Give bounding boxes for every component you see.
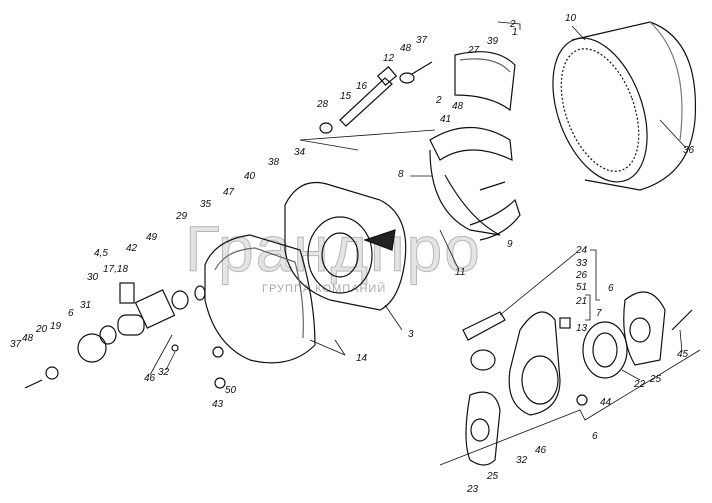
callout-label: 22: [634, 379, 646, 390]
callout-label: 26: [576, 270, 588, 281]
brake-shoe-assembly: [429, 126, 521, 241]
brake-shoe-upper: [454, 51, 516, 112]
backing-plate: [284, 181, 407, 311]
callout-label: 34: [294, 147, 306, 158]
callout-label: 27: [468, 45, 480, 56]
callout-label: 24: [576, 245, 588, 256]
callout-label: 46: [144, 373, 156, 384]
nut: [171, 344, 179, 352]
slack-adjuster: [462, 291, 693, 466]
camshaft-bracket: [24, 282, 206, 389]
callout-label: 2: [436, 95, 442, 106]
callout-label: 7: [596, 308, 602, 319]
callout-label: 8: [398, 169, 404, 180]
callout-label: 6: [68, 308, 74, 319]
callout-label: 48: [400, 43, 412, 54]
callout-label: 25: [650, 374, 662, 385]
callout-label: 25: [487, 471, 499, 482]
watermark-logo: Грандпро: [185, 213, 482, 286]
watermark-subtitle: ГРУППА КОМПАНИЙ: [262, 283, 387, 295]
callout-label: 50: [225, 385, 237, 396]
callout-label: 32: [158, 367, 170, 378]
callout-label: 33: [576, 258, 588, 269]
callout-label: 29: [176, 211, 188, 222]
callout-label: 51: [576, 282, 588, 293]
callout-label: 2: [510, 19, 516, 30]
callout-label: 21: [576, 296, 588, 307]
nut: [212, 346, 224, 358]
callout-label: 19: [50, 321, 62, 332]
callout-label: 17,18: [103, 264, 129, 275]
nut: [214, 377, 226, 389]
callout-label: 41: [440, 114, 452, 125]
callout-label: 36: [683, 145, 695, 156]
brake-drum: [552, 21, 697, 191]
callout-label: 6: [608, 283, 614, 294]
callout-label: 6: [592, 431, 598, 442]
callout-label: 13: [576, 323, 588, 334]
callout-label: 14: [356, 353, 368, 364]
callout-label: 37: [10, 339, 22, 350]
callout-label: 45: [677, 349, 689, 360]
leader-lines: [149, 21, 701, 466]
callout-label: 35: [200, 199, 212, 210]
dust-shield: [204, 234, 316, 364]
callout-label: 15: [340, 91, 352, 102]
callout-label: 4,5: [94, 248, 108, 259]
callout-label: 38: [268, 157, 280, 168]
callout-label: 23: [467, 484, 479, 495]
callout-label: 42: [126, 243, 138, 254]
expander-shaft: [319, 61, 433, 134]
callout-label: 32: [516, 455, 528, 466]
callout-label: 16: [356, 81, 368, 92]
callout-label: 3: [408, 329, 414, 340]
callout-label: 30: [87, 272, 99, 283]
callout-label: 48: [22, 333, 34, 344]
callout-label: 37: [416, 35, 428, 46]
callout-label: 48: [452, 101, 464, 112]
callout-label: 1: [512, 27, 518, 38]
callout-label: 12: [383, 53, 395, 64]
callout-label: 43: [212, 399, 224, 410]
callout-label: 9: [507, 239, 513, 250]
callout-label: 11: [455, 267, 466, 278]
callout-label: 44: [600, 397, 612, 408]
callout-label: 10: [565, 13, 577, 24]
callout-label: 39: [487, 36, 499, 47]
callout-label: 46: [535, 445, 547, 456]
callout-label: 28: [317, 99, 329, 110]
callout-label: 40: [244, 171, 256, 182]
callout-label: 20: [36, 324, 48, 335]
callout-label: 47: [223, 187, 235, 198]
callout-label: 31: [80, 300, 92, 311]
callout-label: 49: [146, 232, 158, 243]
